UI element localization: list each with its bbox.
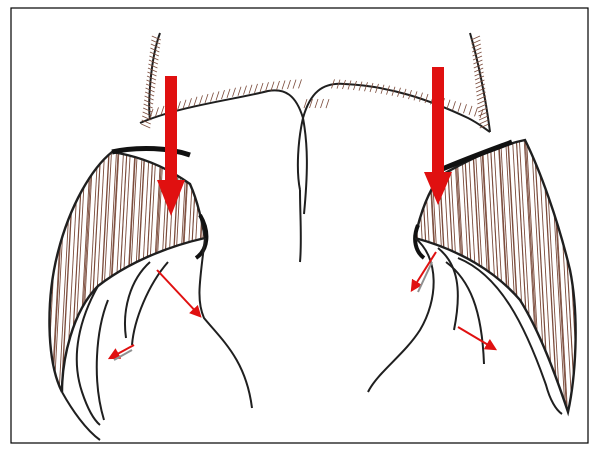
right-lobe: [368, 130, 599, 420]
direction-arrows: [110, 252, 495, 360]
left-inner-arrow: [157, 270, 200, 316]
left-lobe: [17, 140, 252, 440]
pressure-arrows: [157, 67, 452, 216]
right-lower-arrow: [458, 327, 495, 349]
right-down-arrow: [424, 67, 452, 205]
